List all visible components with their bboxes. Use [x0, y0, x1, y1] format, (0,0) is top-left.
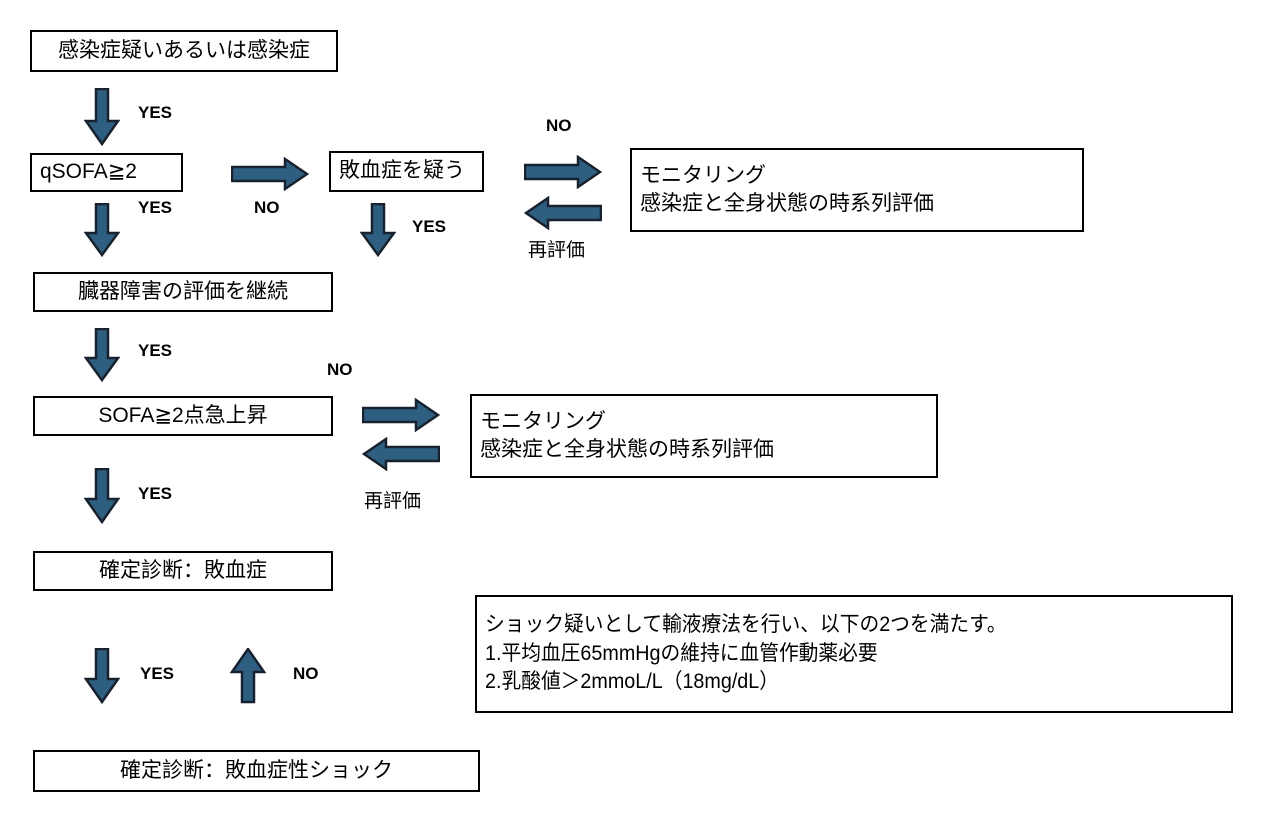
arrow-down-qsofa-to-organ-eval [84, 203, 120, 257]
node-sofa-label: SOFA≧2点急上昇 [98, 403, 268, 427]
arrow-right-qsofa-to-suspect [231, 157, 309, 191]
label-yes-suspect-down: YES [412, 217, 447, 236]
arrow-down-sofa-to-dx-sepsis [84, 468, 120, 524]
node-monitoring-1-line2: 感染症と全身状態の時系列評価 [640, 192, 934, 215]
node-shock-criteria-line1: ショック疑いとして輸液療法を行い、以下の2つを満たす。 [485, 613, 1007, 637]
arrow-right-suspect-to-monitoring1 [524, 155, 602, 189]
arrow-left-monitoring1-to-suspect [524, 196, 602, 230]
node-infection-suspected: 感染症疑いあるいは感染症 [30, 30, 338, 72]
label-reassess-1: 再評価 [528, 240, 586, 261]
node-organ-damage-evaluation-label: 臓器障害の評価を継続 [78, 279, 288, 303]
arrow-up-no-back-to-dx-sepsis [230, 648, 266, 704]
label-yes-qsofa-to-organ: YES [138, 198, 173, 217]
node-monitoring-1-line1: モニタリング [640, 163, 766, 187]
node-suspect-sepsis-label: 敗血症を疑う [339, 159, 465, 183]
arrow-down-organ-eval-to-sofa [84, 328, 120, 382]
node-infection-label: 感染症疑いあるいは感染症 [58, 38, 310, 62]
node-shock-criteria: ショック疑いとして輸液療法を行い、以下の2つを満たす。 1.平均血圧65mmHg… [475, 595, 1233, 713]
label-yes-organ-to-sofa: YES [138, 341, 173, 360]
arrow-left-monitoring2-to-sofa [362, 437, 440, 471]
label-no-qsofa-to-suspect: NO [254, 198, 280, 217]
label-no-suspect-to-monitoring1: NO [546, 116, 572, 135]
label-yes-dx-to-shock: YES [140, 664, 175, 683]
node-monitoring-2-line2: 感染症と全身状態の時系列評価 [480, 438, 774, 461]
node-monitoring-2-line1: モニタリング [480, 409, 606, 433]
node-qsofa: qSOFA≧2 [30, 153, 183, 192]
arrow-down-infection-to-qsofa [84, 88, 120, 146]
node-diagnosis-sepsis-label: 確定診断：敗血症 [99, 558, 267, 582]
node-qsofa-label: qSOFA≧2 [40, 160, 137, 184]
label-no-shock-back: NO [293, 664, 319, 683]
node-organ-damage-evaluation: 臓器障害の評価を継続 [33, 272, 333, 312]
label-yes-sofa-to-dx: YES [138, 484, 173, 503]
node-shock-criteria-line3: 2.乳酸値＞2mmoL/L（18mg/dL） [485, 670, 780, 694]
node-monitoring-1: モニタリング 感染症と全身状態の時系列評価 [630, 148, 1084, 232]
arrow-down-suspect-sepsis [360, 203, 396, 257]
node-shock-criteria-line2: 1.平均血圧65mmHgの維持に血管作動薬必要 [485, 641, 878, 665]
arrow-right-sofa-to-monitoring2 [362, 398, 440, 432]
node-diagnosis-septic-shock: 確定診断：敗血症性ショック [33, 750, 480, 792]
node-sofa: SOFA≧2点急上昇 [33, 396, 333, 436]
arrow-down-dx-sepsis-to-septic-shock [84, 648, 120, 704]
node-diagnosis-septic-shock-label: 確定診断：敗血症性ショック [120, 758, 393, 782]
label-yes-infection-to-qsofa: YES [138, 103, 173, 122]
label-no-sofa-to-monitoring2: NO [327, 360, 353, 379]
node-suspect-sepsis: 敗血症を疑う [329, 151, 484, 192]
node-diagnosis-sepsis: 確定診断：敗血症 [33, 551, 333, 591]
node-monitoring-2: モニタリング 感染症と全身状態の時系列評価 [470, 394, 938, 478]
label-reassess-2: 再評価 [364, 491, 422, 512]
